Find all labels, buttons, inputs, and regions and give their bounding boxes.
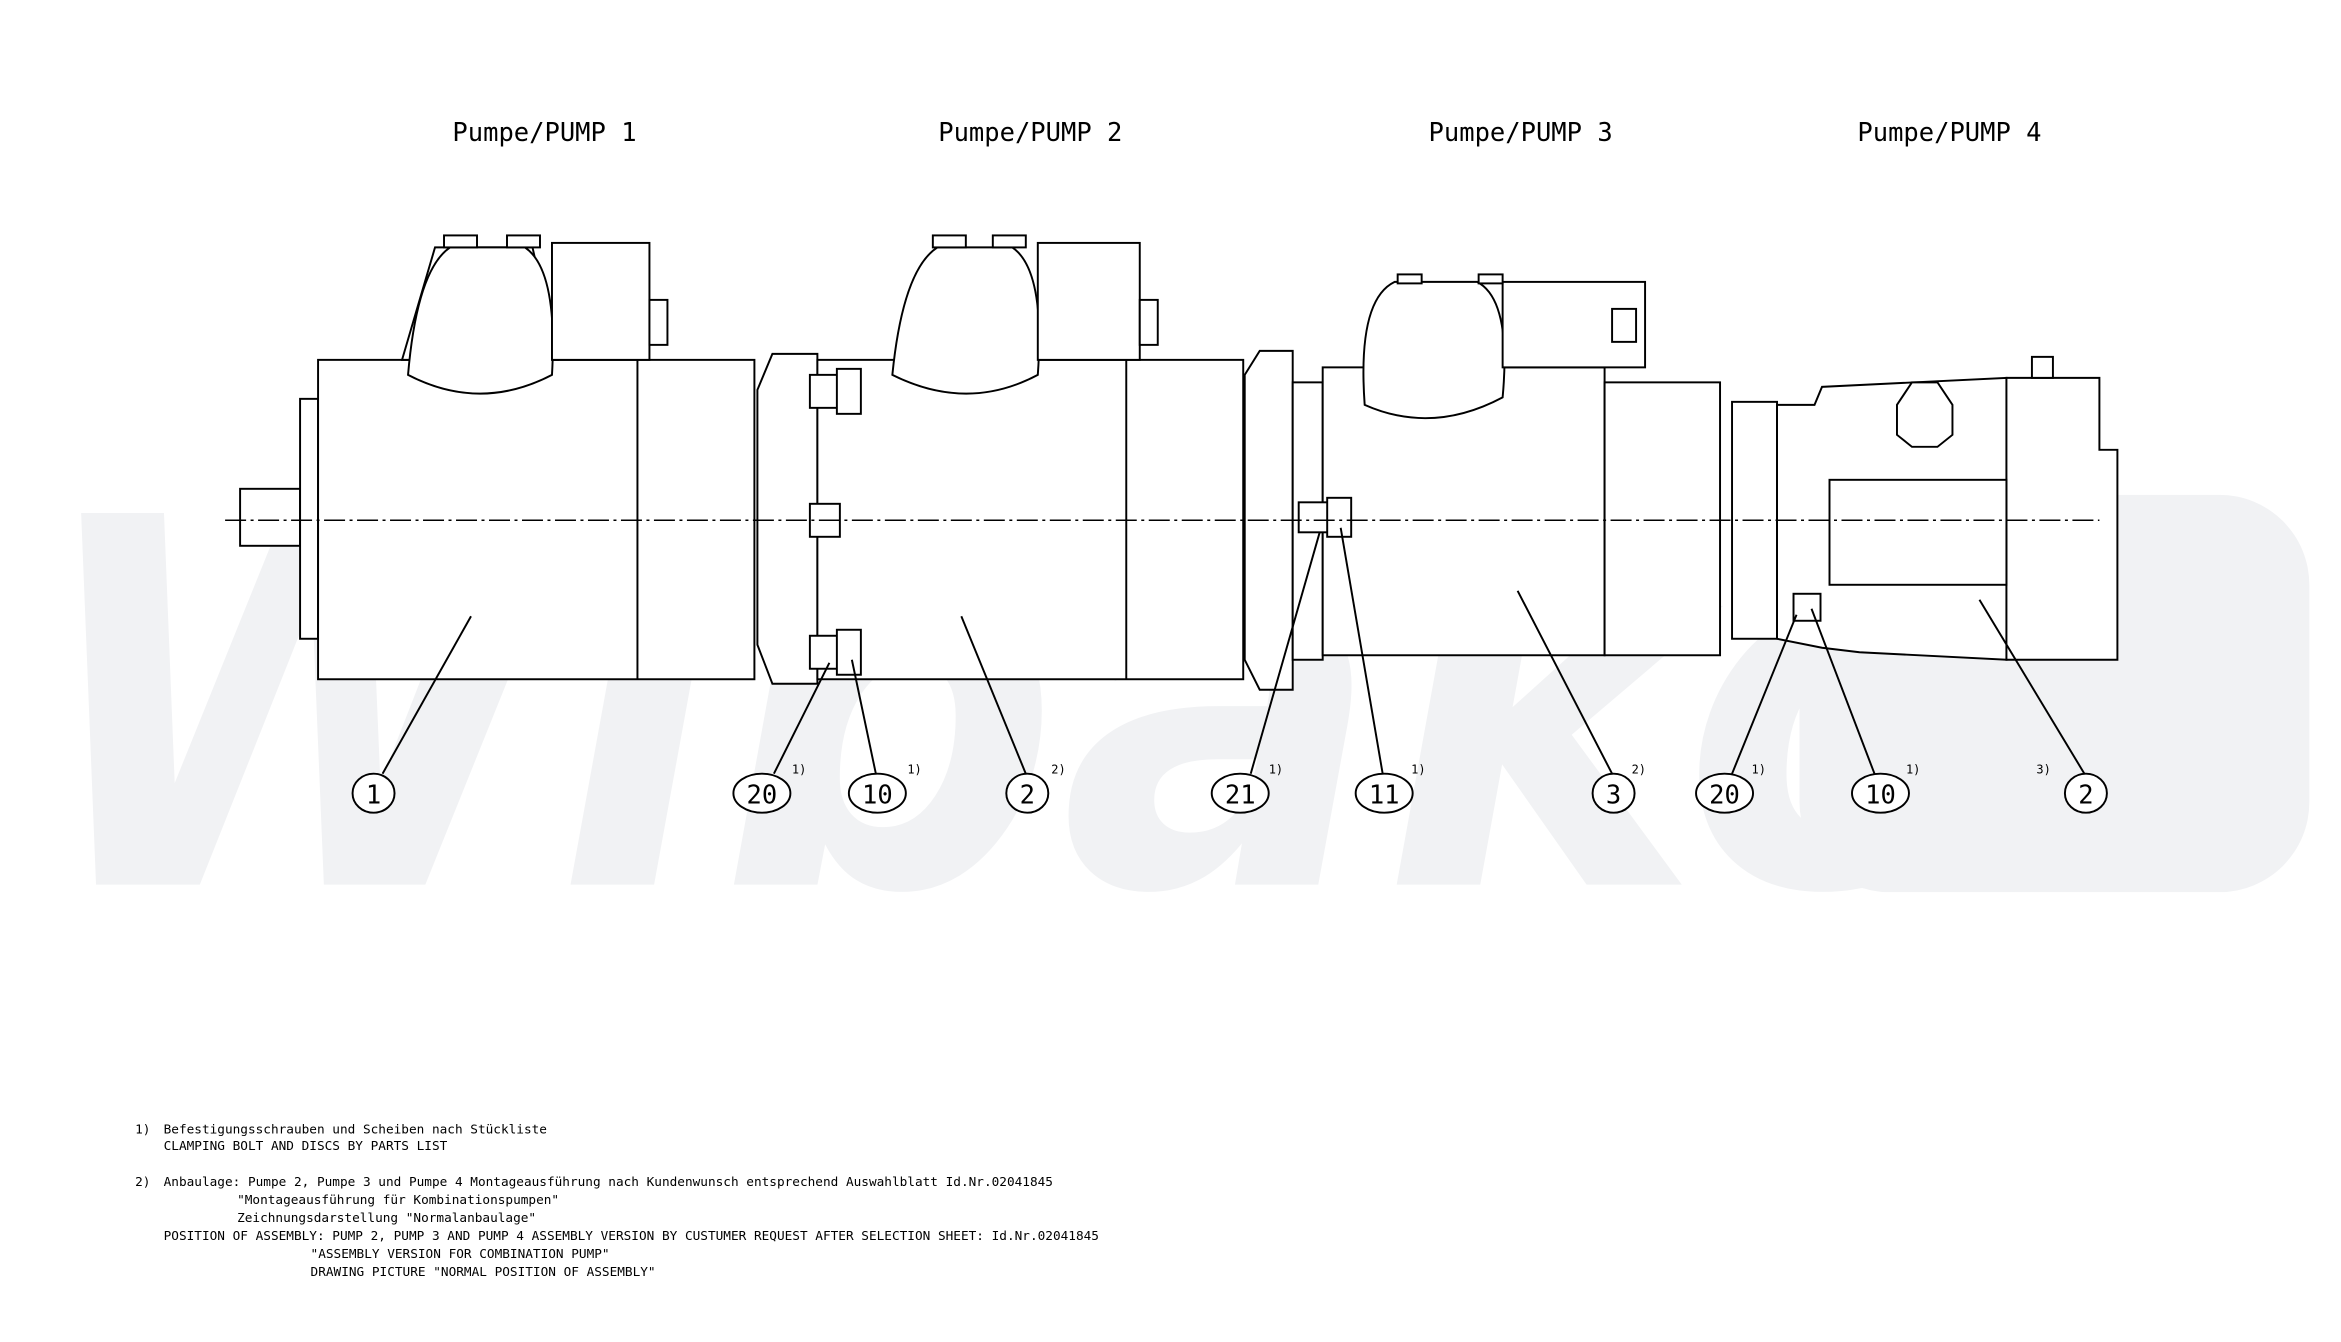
svg-text:"ASSEMBLY VERSION FOR COMBINAT: "ASSEMBLY VERSION FOR COMBINATION PUMP" xyxy=(311,1247,610,1262)
svg-text:21: 21 xyxy=(1225,781,1256,811)
svg-text:1): 1) xyxy=(1269,763,1283,777)
svg-text:POSITION OF ASSEMBLY: PUMP 2,: POSITION OF ASSEMBLY: PUMP 2, PUMP 3 AND… xyxy=(164,1229,1099,1244)
pump-4-title: Pumpe/PUMP 4 xyxy=(1857,118,2041,148)
svg-text:1): 1) xyxy=(135,1123,150,1138)
balloon-2b: 2 3) xyxy=(2036,763,2108,814)
svg-text:2): 2) xyxy=(1632,763,1646,777)
svg-text:20: 20 xyxy=(1709,781,1740,811)
footnote-2: 2) Anbaulage: Pumpe 2, Pumpe 3 und Pumpe… xyxy=(135,1175,1099,1280)
balloon-10: 10 1) xyxy=(847,763,922,814)
svg-text:Anbaulage: Pumpe 2, Pumpe 3 un: Anbaulage: Pumpe 2, Pumpe 3 und Pumpe 4 … xyxy=(164,1175,1053,1190)
svg-text:10: 10 xyxy=(1865,781,1896,811)
pump-1-drawing xyxy=(239,234,756,681)
svg-text:2: 2 xyxy=(2078,781,2093,811)
svg-text:Zeichnungsdarstellung "Normala: Zeichnungsdarstellung "Normalanbaulage" xyxy=(237,1211,536,1226)
svg-text:20: 20 xyxy=(747,781,778,811)
svg-text:2): 2) xyxy=(135,1175,150,1190)
svg-text:1): 1) xyxy=(1906,763,1920,777)
svg-text:Befestigungsschrauben und Sche: Befestigungsschrauben und Scheiben nach … xyxy=(164,1123,547,1138)
svg-text:1): 1) xyxy=(792,763,806,777)
svg-text:DRAWING PICTURE "NORMAL POSITI: DRAWING PICTURE "NORMAL POSITION OF ASSE… xyxy=(311,1265,656,1280)
svg-text:11: 11 xyxy=(1369,781,1400,811)
pump-3-drawing xyxy=(1243,273,1722,691)
svg-text:"Montageausführung für Kombina: "Montageausführung für Kombinationspumpe… xyxy=(237,1193,559,1208)
pump-3-title: Pumpe/PUMP 3 xyxy=(1429,118,1613,148)
svg-text:1): 1) xyxy=(907,763,921,777)
pump-4-drawing xyxy=(1731,355,2119,661)
svg-text:2: 2 xyxy=(1020,781,1035,811)
balloon-21: 21 1) xyxy=(1210,763,1283,814)
balloon-20: 20 1) xyxy=(732,763,806,814)
footnote-1: 1) Befestigungsschrauben und Scheiben na… xyxy=(135,1123,547,1154)
balloon-10b: 10 1) xyxy=(1851,763,1920,814)
svg-text:1: 1 xyxy=(366,781,381,811)
balloon-20b: 20 1) xyxy=(1695,763,1766,814)
svg-text:1): 1) xyxy=(1411,763,1425,777)
pump-1-title: Pumpe/PUMP 1 xyxy=(452,118,636,148)
balloon-3: 3 2) xyxy=(1591,763,1646,814)
balloon-11: 11 1) xyxy=(1354,763,1426,814)
pump-2-title: Pumpe/PUMP 2 xyxy=(938,118,1122,148)
pump-2-drawing xyxy=(756,234,1245,685)
balloon-2: 2 2) xyxy=(1005,763,1066,814)
balloon-1: 1 xyxy=(351,772,396,814)
svg-text:3): 3) xyxy=(2036,763,2050,777)
svg-text:3: 3 xyxy=(1606,781,1621,811)
svg-text:2): 2) xyxy=(1051,763,1065,777)
svg-text:1): 1) xyxy=(1752,763,1766,777)
svg-text:CLAMPING BOLT AND DISCS BY PAR: CLAMPING BOLT AND DISCS BY PARTS LIST xyxy=(164,1139,448,1154)
leader-lines xyxy=(381,527,2086,775)
svg-text:10: 10 xyxy=(862,781,893,811)
